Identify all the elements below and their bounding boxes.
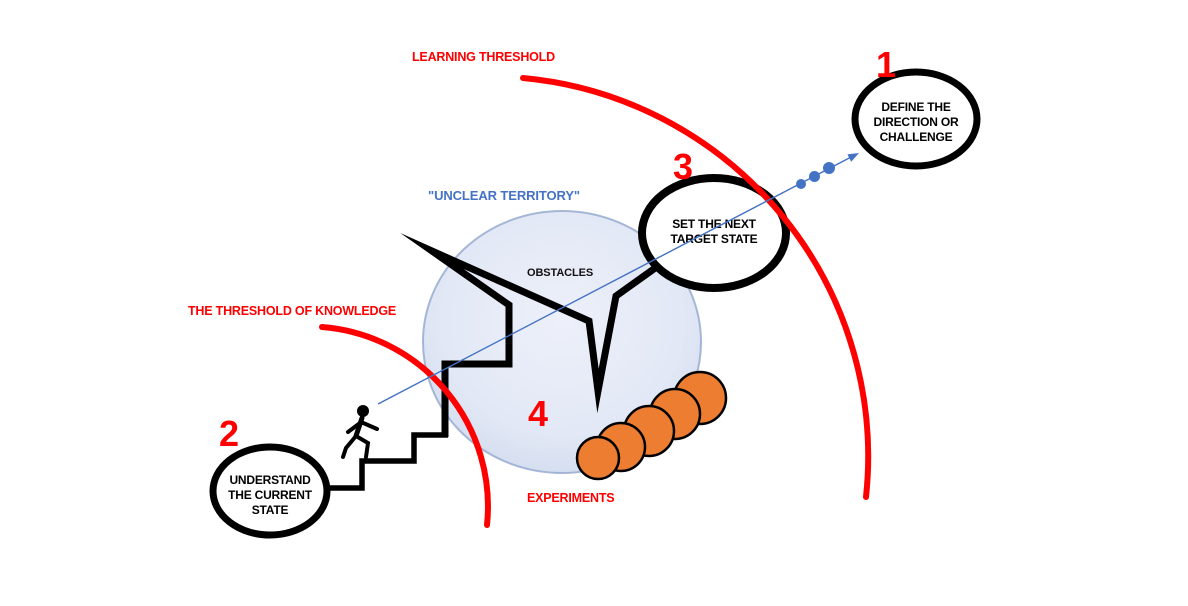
- walking-person-icon: [341, 405, 379, 459]
- experiment-circle: [575, 435, 621, 481]
- label-learning-threshold: LEARNING THRESHOLD: [412, 50, 555, 64]
- target-state-line1: SET THE NEXT: [672, 217, 756, 231]
- arrowhead-icon: [847, 153, 859, 162]
- current-state-line3: STATE: [252, 503, 289, 517]
- progress-dots-icon: [796, 162, 835, 189]
- current-state-line1: UNDERSTAND: [229, 473, 311, 487]
- staircase-path: [318, 432, 448, 491]
- step-number-1: 1: [876, 44, 896, 85]
- target-state-line2: TARGET STATE: [671, 232, 758, 246]
- progress-dot: [809, 171, 820, 182]
- knowledge-threshold-arc: [319, 324, 491, 528]
- challenge-circle-line1: DEFINE THE: [881, 100, 951, 114]
- progress-dot: [823, 162, 835, 174]
- direction-line: [377, 154, 856, 405]
- label-experiments: EXPERIMENTS: [527, 491, 614, 505]
- target-state-circle: SET THE NEXT TARGET STATE: [638, 174, 790, 292]
- label-unclear-territory: "UNCLEAR TERRITORY": [428, 188, 580, 203]
- learning-threshold-arc: [520, 75, 872, 500]
- current-state-line2: THE CURRENT: [228, 488, 313, 502]
- challenge-circle-line3: CHALLENGE: [880, 130, 953, 144]
- label-obstacles: OBSTACLES: [527, 267, 593, 279]
- obstacles-zigzag-path: [400, 233, 661, 437]
- step-number-3: 3: [673, 146, 693, 187]
- label-threshold-of-knowledge: THE THRESHOLD OF KNOWLEDGE: [188, 304, 396, 318]
- progress-dot: [796, 179, 806, 189]
- challenge-circle: DEFINE THE DIRECTION OR CHALLENGE: [851, 68, 981, 170]
- step-number-4: 4: [528, 393, 548, 434]
- step-number-2: 2: [219, 413, 239, 454]
- experiment-circles: [575, 370, 728, 481]
- current-state-circle: UNDERSTAND THE CURRENT STATE: [209, 443, 331, 539]
- challenge-circle-line2: DIRECTION OR: [874, 115, 959, 129]
